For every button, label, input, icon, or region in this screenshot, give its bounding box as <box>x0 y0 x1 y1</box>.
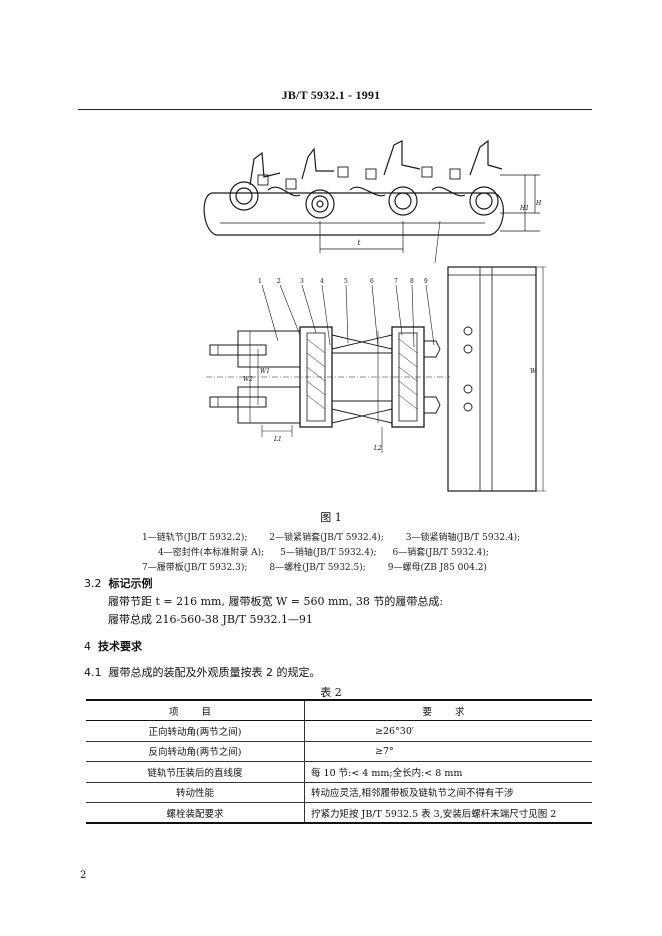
table-cell-item: 反向转动角(两节之间) <box>86 741 305 763</box>
assembly-quality-table: 项 目 要 求 正向转动角(两节之间) ≥26°30′ 反向转动角(两节之间) … <box>86 699 592 825</box>
side-view: t H1 H <box>203 139 542 264</box>
section-title: 标记示例 <box>108 577 153 590</box>
table-cell-requirement: ≥7° <box>304 741 592 763</box>
header-item: 项 目 <box>86 699 305 722</box>
legend-line-1: 1—链轨节(JB/T 5932.2); 2—锁紧销套(JB/T 5932.4); 3… <box>142 530 520 543</box>
h-dim-label: H <box>535 200 542 207</box>
w2-dim-label: W2 <box>243 376 253 383</box>
table-cell-item: 螺栓装配要求 <box>86 802 305 825</box>
table-caption: 表 2 <box>320 686 342 699</box>
legend-item: 4—密封件(本标准附录 A); <box>158 548 265 558</box>
callout-3: 3 <box>300 278 304 285</box>
legend-item: 5—销轴(JB/T 5932.4); <box>280 548 377 558</box>
page-number: 2 <box>80 870 87 881</box>
plan-view: W W2 W1 L1 L2 <box>206 266 546 492</box>
table-header-row: 项 目 要 求 <box>86 699 592 722</box>
header-requirement: 要 求 <box>304 699 592 722</box>
legend-item: 8—螺栓(JB/T 5932.5); <box>269 563 366 573</box>
table-row: 转动性能 转动应灵活,相邻履带板及链轨节之间不得有干涉 <box>86 782 592 803</box>
page-header: JB/T 5932.1 - 1991 <box>281 88 381 102</box>
legend-item: 9—螺母(ZB J85 004.2) <box>387 563 487 573</box>
table-row: 反向转动角(两节之间) ≥7° <box>86 741 592 763</box>
legend-item: 3—锁紧销轴(JB/T 5932.4); <box>405 533 521 543</box>
section-number: 4.1 <box>84 666 102 679</box>
legend-item: 2—锁紧销套(JB/T 5932.4); <box>269 533 384 543</box>
legend-item: 7—履带板(JB/T 5932.3); <box>142 563 248 573</box>
callout-4: 4 <box>320 278 324 285</box>
callout-6: 6 <box>370 278 374 285</box>
section-4-heading: 4 技术要求 <box>84 638 142 654</box>
table-cell-item: 正向转动角(两节之间) <box>86 720 305 742</box>
table-cell-requirement: ≥26°30′ <box>304 720 592 742</box>
legend-item: 6—销套(JB/T 5932.4); <box>392 548 489 558</box>
table-row: 正向转动角(两节之间) ≥26°30′ <box>86 720 592 742</box>
callout-2: 2 <box>277 278 281 285</box>
table-cell-requirement: 每 10 节:< 4 mm;全长内:< 8 mm <box>304 761 592 783</box>
section-text: 履带总成的装配及外观质量按表 2 的规定。 <box>108 666 321 679</box>
table-cell-requirement: 拧紧力矩按 JB/T 5932.5 表 3,安装后螺杆末端尺寸见图 2 <box>304 802 592 825</box>
legend-line-3: 7—履带板(JB/T 5932.3); 8—螺栓(JB/T 5932.5); 9—螺… <box>142 560 487 573</box>
legend-item: 1—链轨节(JB/T 5932.2); <box>142 533 248 543</box>
callout-5: 5 <box>344 278 348 285</box>
legend-line-2: 4—密封件(本标准附录 A); 5—销轴(JB/T 5932.4); 6—销套(JB… <box>158 545 489 558</box>
callout-9: 9 <box>424 278 428 285</box>
header-rule <box>78 109 592 110</box>
callout-7: 7 <box>394 278 398 285</box>
w-dim-label: W <box>530 368 537 375</box>
marking-example-line-2: 履带总成 216-560-38 JB/T 5932.1—91 <box>108 613 313 626</box>
table-row: 链轨节压装后的直线度 每 10 节:< 4 mm;全长内:< 8 mm <box>86 761 592 783</box>
callout-1: 1 <box>258 278 262 285</box>
h1-dim-label: H1 <box>519 205 529 212</box>
section-number: 3.2 <box>84 577 102 590</box>
track-assembly-drawing: t H1 H W <box>203 139 546 492</box>
section-4-1-paragraph: 4.1 履带总成的装配及外观质量按表 2 的规定。 <box>84 664 321 680</box>
pitch-dim-label: t <box>358 239 361 247</box>
section-3-2-heading: 3.2 标记示例 <box>84 575 153 591</box>
table-cell-item: 链轨节压装后的直线度 <box>86 761 305 783</box>
figure-caption: 图 1 <box>320 511 342 524</box>
table-cell-item: 转动性能 <box>86 782 305 803</box>
section-title: 技术要求 <box>98 640 142 653</box>
l2-dim-label: L2 <box>373 445 382 452</box>
marking-example-line-1: 履带节距 t = 216 mm, 履带板宽 W = 560 mm, 38 节的履… <box>108 595 444 608</box>
table-row: 螺栓装配要求 拧紧力矩按 JB/T 5932.5 表 3,安装后螺杆末端尺寸见图… <box>86 802 592 825</box>
section-number: 4 <box>84 640 91 653</box>
table-cell-requirement: 转动应灵活,相邻履带板及链轨节之间不得有干涉 <box>304 782 592 803</box>
w1-dim-label: W1 <box>260 368 270 375</box>
l1-dim-label: L1 <box>273 436 282 443</box>
callout-8: 8 <box>410 278 414 285</box>
